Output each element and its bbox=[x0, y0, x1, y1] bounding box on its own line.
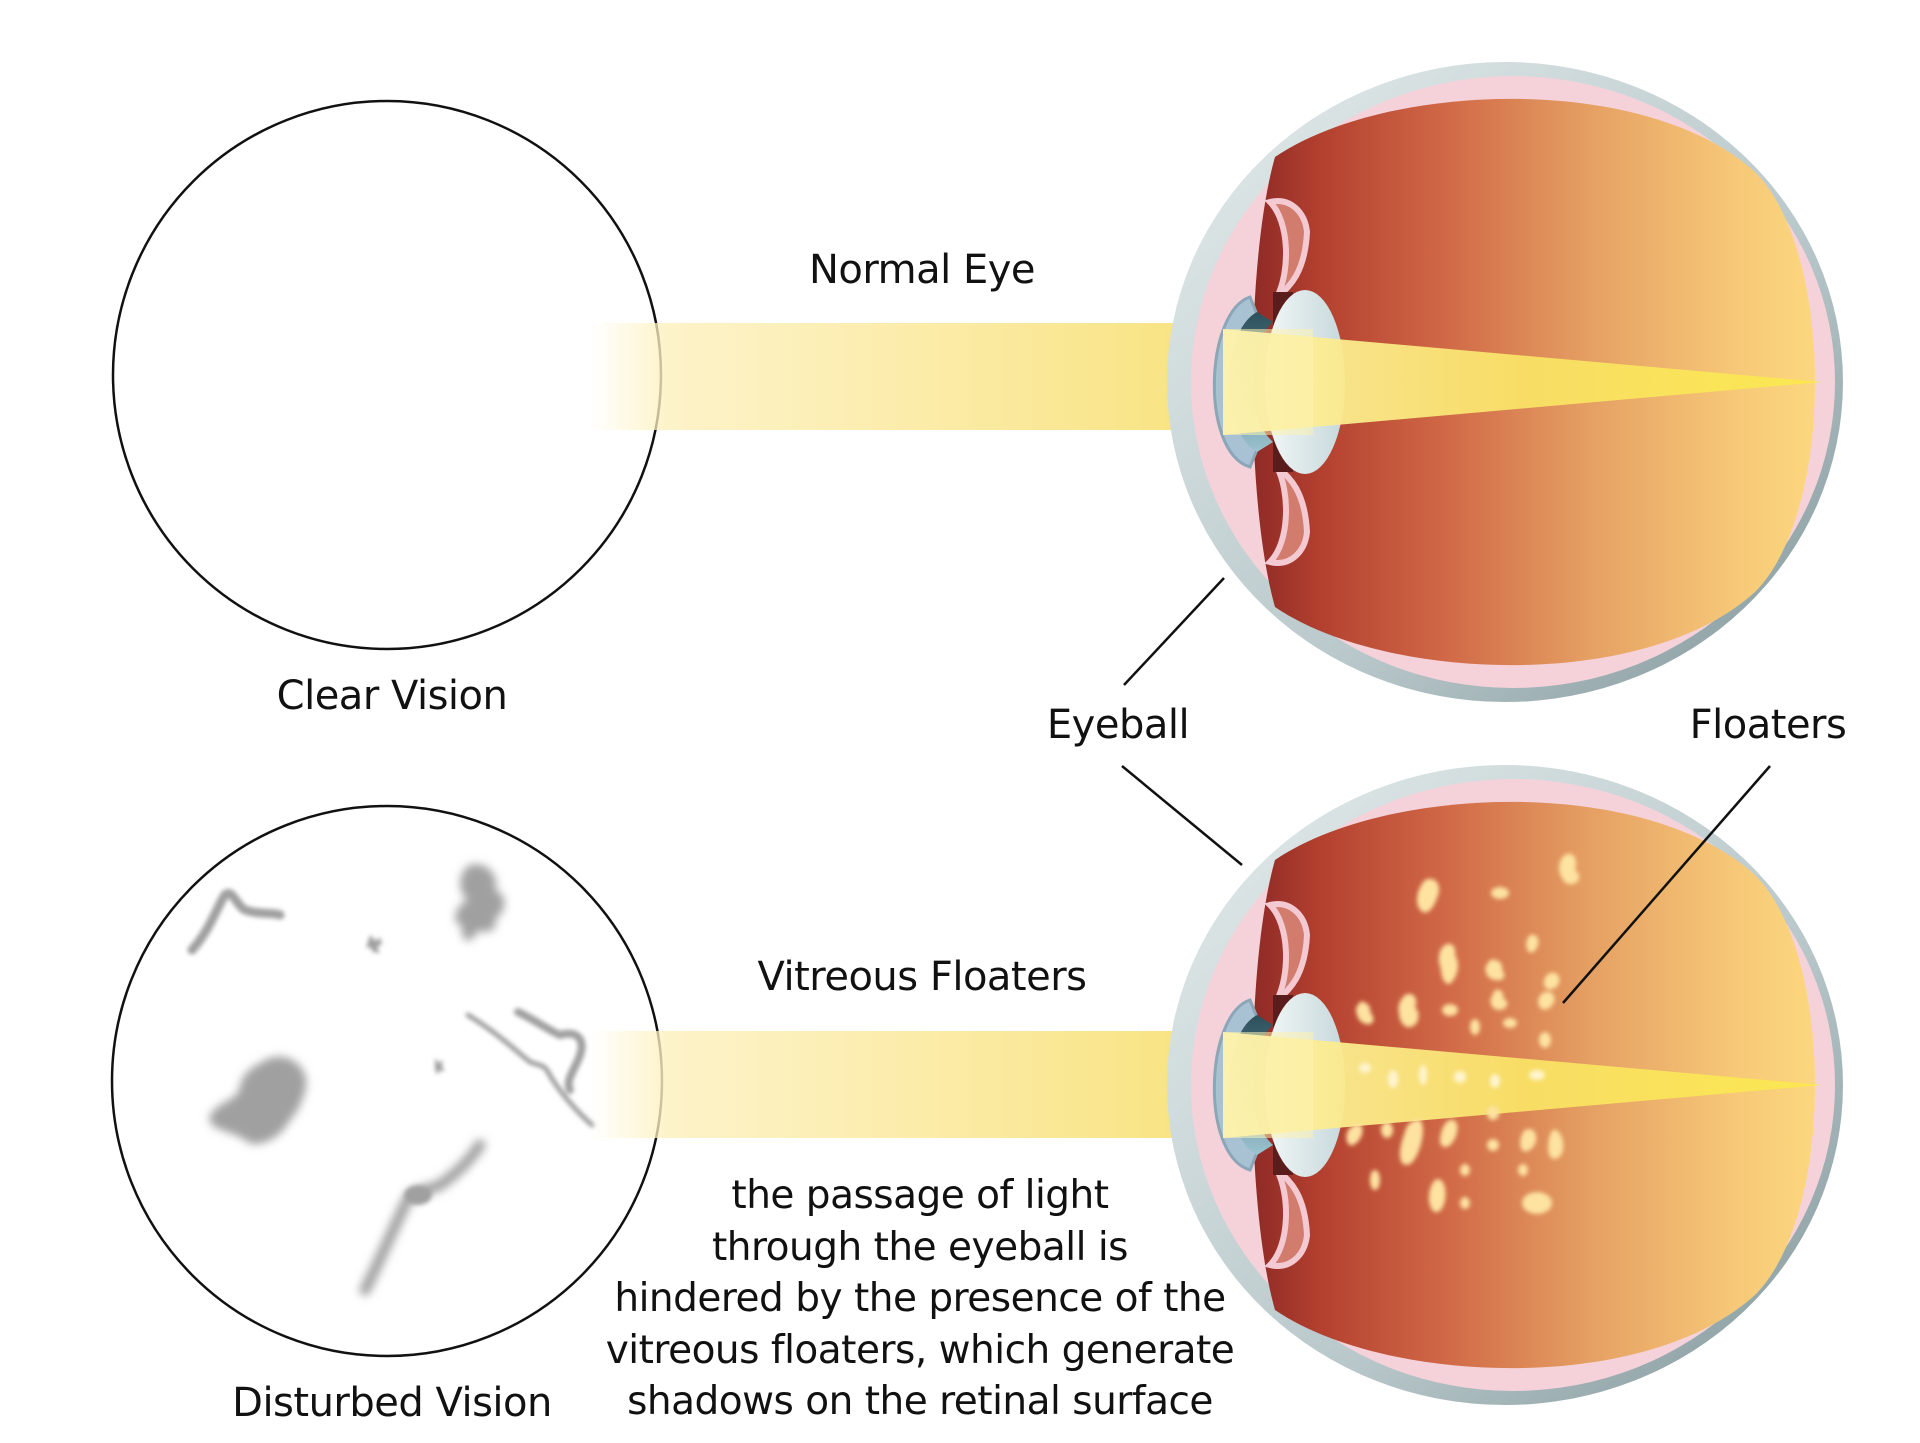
clear-vision-label: Clear Vision bbox=[276, 673, 508, 719]
light-beam-top bbox=[590, 323, 1225, 430]
caption-line: the passage of light bbox=[731, 1173, 1109, 1218]
floaters-label: Floaters bbox=[1689, 702, 1847, 748]
eyeball-leader-top bbox=[1123, 577, 1225, 686]
eyeball-label: Eyeball bbox=[1046, 702, 1190, 748]
caption-line: hindered by the presence of the bbox=[614, 1276, 1226, 1321]
caption-line: shadows on the retinal surface bbox=[627, 1379, 1213, 1424]
vision-shadows bbox=[187, 864, 595, 1296]
disturbed-vision-circle bbox=[110, 804, 664, 1358]
caption-line: vitreous floaters, which generate bbox=[605, 1327, 1235, 1373]
vitreous-floaters-label: Vitreous Floaters bbox=[757, 954, 1087, 1000]
normal-eye-illustration bbox=[1167, 62, 1843, 702]
floaters-eye-illustration bbox=[1167, 765, 1843, 1405]
explanation-caption: the passage of light through the eyeball… bbox=[606, 1170, 1235, 1428]
eyeball-leader-bottom bbox=[1121, 765, 1243, 866]
clear-vision-circle bbox=[111, 99, 663, 651]
caption-line: through the eyeball is bbox=[712, 1224, 1128, 1270]
floater-spots bbox=[1356, 853, 1580, 1048]
normal-eye-label: Normal Eye bbox=[809, 247, 1036, 293]
disturbed-vision-label: Disturbed Vision bbox=[232, 1380, 552, 1426]
light-beam-bottom bbox=[590, 1031, 1225, 1138]
floaters-leader bbox=[1562, 765, 1771, 1004]
